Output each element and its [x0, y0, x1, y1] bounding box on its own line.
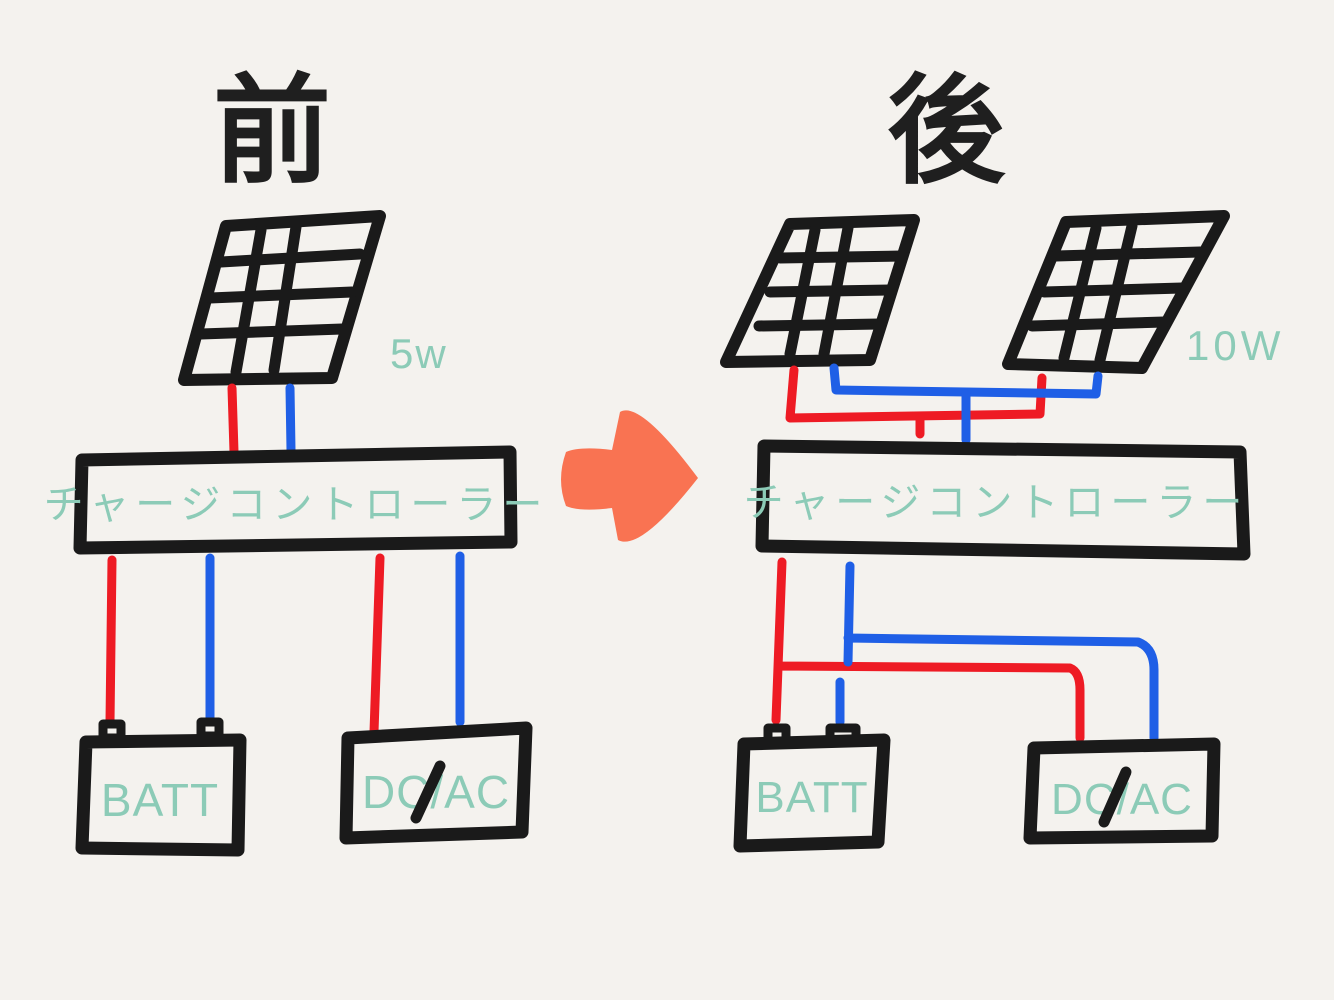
arrow-right-icon	[561, 410, 698, 542]
before-panel-rating: 5w	[390, 330, 448, 377]
after-charge-controller	[755, 439, 1251, 561]
after-controller-label: チャージコントローラー	[744, 481, 1249, 525]
before-section: 前 5w チャージコントローラー BATT	[44, 62, 549, 857]
before-heading: 前	[213, 62, 331, 200]
before-panel-positive-wire	[227, 383, 239, 457]
before-battery-label: BATT	[101, 774, 219, 826]
after-inverter: DC/AC	[1023, 737, 1221, 845]
before-controller-label: チャージコントローラー	[44, 483, 549, 527]
solar-panel-icon	[178, 210, 386, 386]
inverter-slash	[1098, 766, 1132, 828]
before-charge-controller	[73, 445, 518, 555]
after-panel-rating: 10W	[1186, 322, 1284, 369]
after-battery: BATT	[733, 723, 891, 853]
before-battery: BATT	[75, 717, 247, 857]
after-heading: 後	[887, 62, 1006, 200]
solar-panel-icon	[1002, 210, 1230, 374]
inverter-slash	[410, 760, 446, 824]
after-negative-wire	[835, 561, 1159, 743]
before-inverter: DC/AC	[339, 721, 533, 845]
solar-panel-icon	[720, 214, 920, 368]
after-section: 後 10W チャージコントローラー	[720, 62, 1284, 853]
before-panel-negative-wire	[285, 383, 296, 455]
after-battery-label: BATT	[755, 773, 868, 822]
after-positive-wire	[771, 557, 1085, 743]
before-battery-positive-wire	[105, 555, 117, 727]
before-inverter-positive-wire	[369, 553, 385, 737]
